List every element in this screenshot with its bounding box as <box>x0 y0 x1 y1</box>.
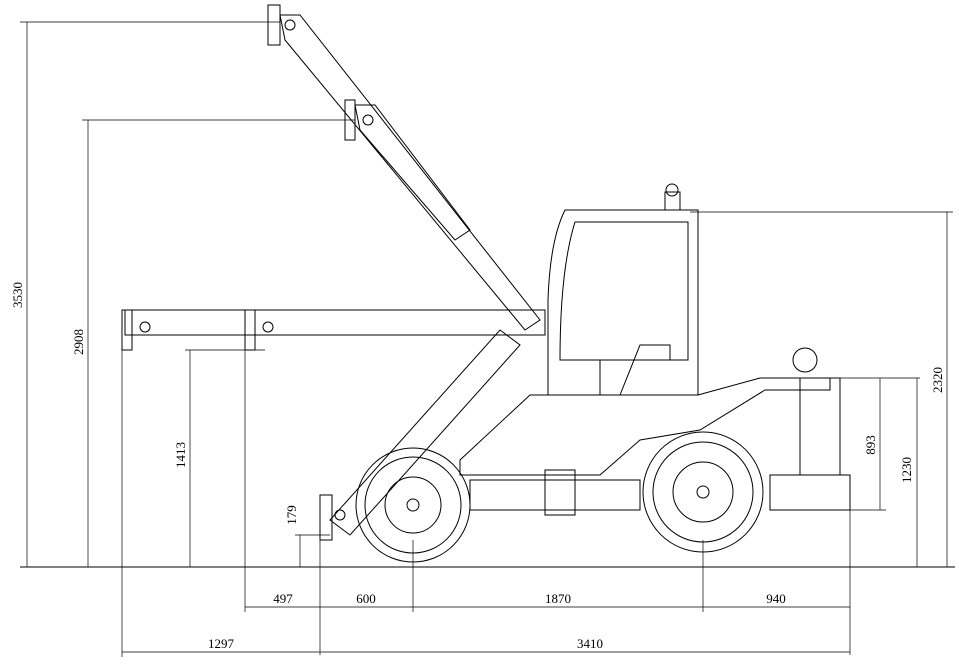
dim-label: 3410 <box>577 636 603 651</box>
front-wheel <box>355 447 471 563</box>
dim-label: 2320 <box>930 367 945 393</box>
dim-label: 1230 <box>899 457 914 483</box>
dim-label: 2908 <box>71 329 86 355</box>
rear-wheel <box>642 431 764 553</box>
dimension-2320: 2320 <box>690 211 953 567</box>
dim-label: 497 <box>273 591 293 606</box>
dim-label: 3530 <box>10 282 25 308</box>
dim-label: 893 <box>863 435 878 455</box>
dimension-1413: 1413 <box>173 349 265 567</box>
boom-raised-max <box>267 4 541 331</box>
dim-label: 1413 <box>173 442 188 468</box>
dimension-179: 179 <box>284 505 330 567</box>
machine-body <box>459 183 851 516</box>
dimension-893: 893 <box>830 377 920 511</box>
boom-lowered <box>319 329 521 541</box>
dim-label: 1297 <box>208 636 235 651</box>
boom-horizontal-extended <box>121 309 546 351</box>
boom-raised-mid <box>344 99 471 241</box>
dim-label: 600 <box>356 591 376 606</box>
dimension-row-1: 497 600 1870 940 <box>244 345 851 655</box>
dimension-1230: 1230 <box>899 378 918 567</box>
dim-label: 940 <box>766 591 786 606</box>
dimension-2908: 2908 <box>71 119 355 567</box>
dimension-row-2: 1297 3410 <box>121 335 850 657</box>
dim-label: 1870 <box>545 591 571 606</box>
dimension-3530: 3530 <box>10 21 280 567</box>
dim-label: 179 <box>284 505 299 525</box>
